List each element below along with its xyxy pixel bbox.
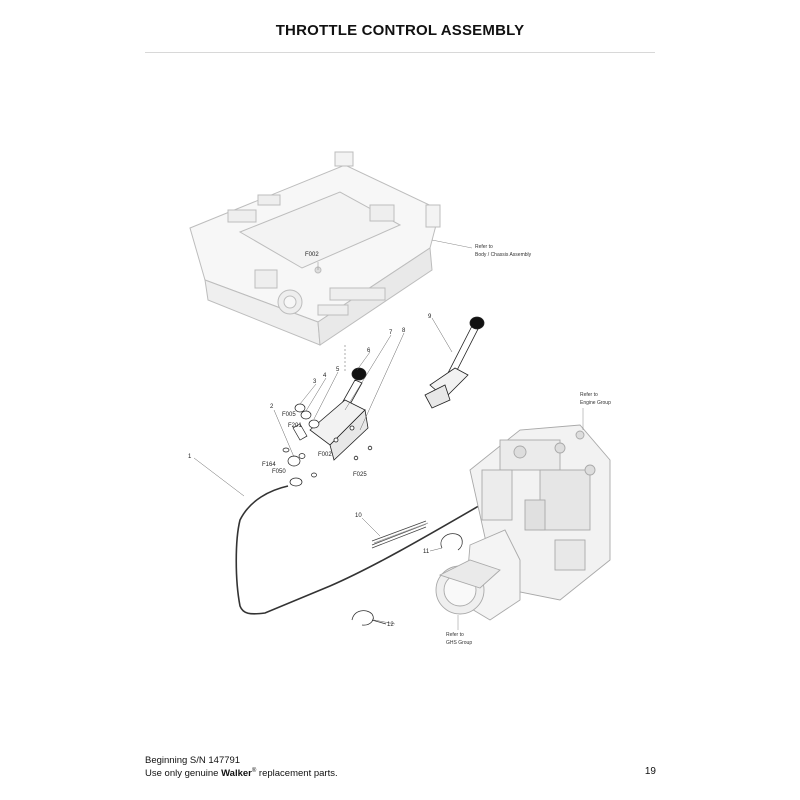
callout-f164: F164 (262, 462, 276, 468)
ref-engine-line1: Refer to (580, 392, 598, 398)
ref-body-line1: Refer to (475, 244, 493, 250)
brand-name: Walker (221, 768, 252, 780)
ref-body-line2: Body / Chassis Assembly (475, 252, 532, 258)
callout-f050: F050 (272, 469, 286, 475)
serial-number-note: Beginning S/N 147791 (145, 755, 241, 766)
throttle-lever-assembly (309, 345, 373, 461)
callout-4: 4 (323, 373, 327, 379)
callout-f201: F201 (288, 423, 302, 429)
callout-5: 5 (336, 367, 340, 373)
callout-f002-mid: F002 (318, 452, 332, 458)
callout-leader-lines (193, 317, 453, 625)
callout-8: 8 (402, 328, 406, 334)
clip-part-11 (440, 533, 463, 551)
callout-f005: F005 (282, 412, 296, 418)
callout-6: 6 (367, 348, 371, 354)
callout-f002-top: F002 (305, 252, 319, 258)
page-footer: Beginning S/N 147791 Use only genuine Wa… (145, 755, 338, 779)
hardware-stack (282, 403, 320, 467)
page-number: 19 (644, 766, 656, 777)
callout-f025: F025 (353, 472, 367, 478)
title-divider (145, 52, 655, 53)
body-chassis-drawing (189, 151, 441, 346)
ref-ghs-line2: GHS Group (446, 640, 472, 646)
callout-7: 7 (389, 330, 393, 336)
cable-tie-part-12 (351, 610, 387, 626)
spring-part-10 (371, 520, 429, 549)
ref-ghs-line1: Refer to (446, 632, 464, 638)
registered-mark: ® (251, 768, 257, 774)
throttle-cable (235, 467, 546, 615)
callout-12: 12 (387, 622, 394, 628)
throttle-lever-9 (424, 316, 485, 409)
callout-9: 9 (428, 314, 432, 320)
callout-1: 1 (188, 454, 192, 460)
page-title: THROTTLE CONTROL ASSEMBLY (275, 22, 525, 39)
callout-10: 10 (355, 513, 362, 519)
callout-11: 11 (423, 549, 430, 555)
notice-suffix: replacement parts. (256, 768, 338, 780)
genuine-parts-notice: Use only genuine Walker® replacement par… (145, 766, 338, 779)
ghs-housing-drawing (435, 529, 521, 621)
callout-2: 2 (270, 404, 274, 410)
notice-prefix: Use only genuine (145, 768, 222, 780)
ref-engine-line2: Engine Group (580, 400, 611, 406)
callout-3: 3 (313, 379, 317, 385)
